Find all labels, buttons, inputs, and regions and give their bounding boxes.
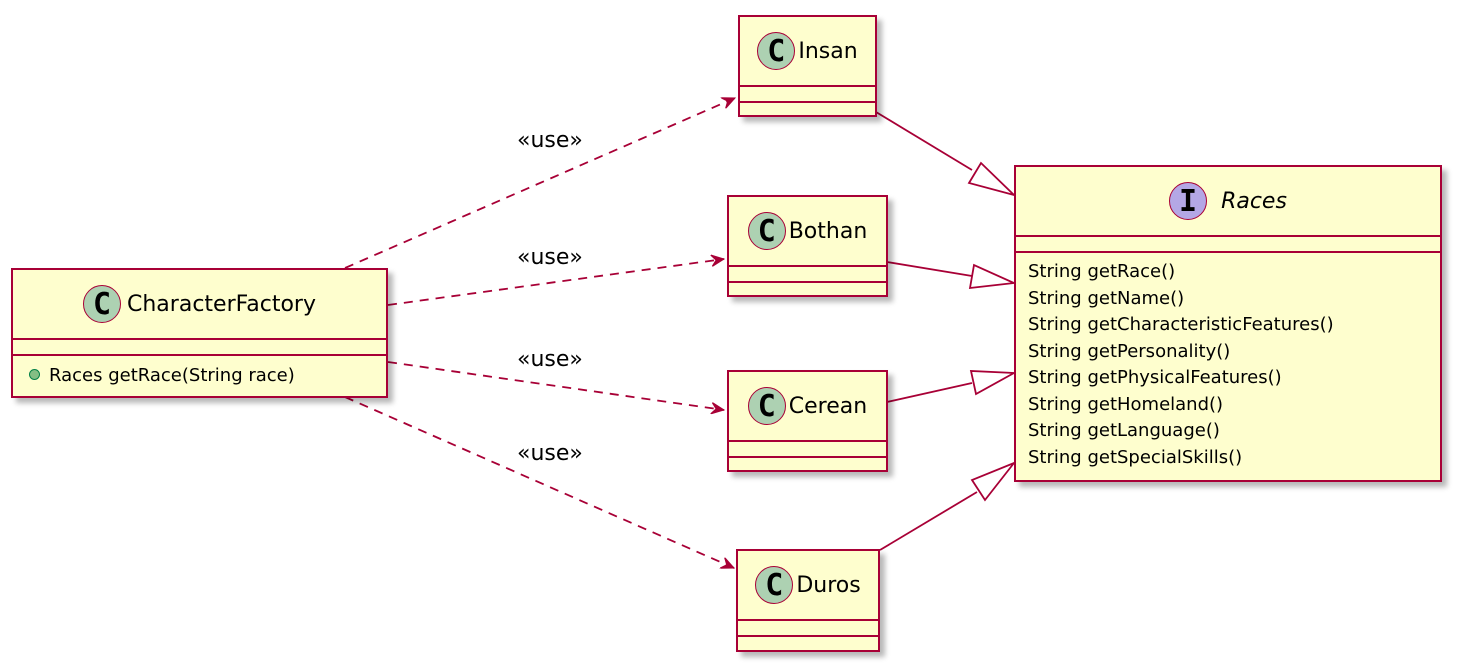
- class-cerean[interactable]: C Cerean: [727, 370, 888, 472]
- method-item: String getName(): [1028, 287, 1185, 309]
- class-duros[interactable]: C Duros: [736, 549, 880, 652]
- use-label-insan: «use»: [517, 128, 583, 153]
- divider: [729, 265, 886, 267]
- class-character-factory[interactable]: C CharacterFactory Races getRace(String …: [11, 268, 388, 398]
- class-insan[interactable]: C Insan: [738, 15, 877, 117]
- divider: [729, 440, 886, 442]
- divider: [729, 456, 886, 458]
- divider: [729, 281, 886, 283]
- class-name: CharacterFactory: [127, 291, 316, 317]
- realize-edge-insan: [875, 111, 1018, 197]
- use-arrow-duros: [344, 396, 734, 569]
- class-name: Insan: [798, 38, 858, 64]
- divider: [13, 338, 386, 340]
- class-name: Cerean: [788, 393, 868, 419]
- class-badge-icon: C: [83, 285, 121, 323]
- realize-edge-cerean: [886, 370, 1018, 403]
- method-list: String getRace() String getName() String…: [1028, 259, 1334, 471]
- class-header: C Duros: [738, 551, 878, 619]
- divider: [740, 101, 875, 103]
- method-item: Races getRace(String race): [29, 363, 295, 390]
- class-badge-icon: C: [755, 566, 794, 604]
- divider: [1016, 235, 1440, 237]
- class-name: Duros: [796, 572, 861, 598]
- realize-edge-duros: [879, 460, 1017, 551]
- class-bothan[interactable]: C Bothan: [727, 195, 888, 297]
- interface-badge-icon: I: [1169, 182, 1208, 220]
- method-item: String getLanguage(): [1028, 420, 1220, 441]
- interface-name: Races: [1221, 188, 1287, 214]
- class-name: Bothan: [788, 218, 868, 244]
- divider: [740, 85, 875, 87]
- use-label-duros: «use»: [517, 441, 583, 466]
- use-label-bothan: «use»: [517, 245, 583, 270]
- method-signature: Races getRace(String race): [49, 365, 295, 386]
- divider: [1016, 251, 1440, 253]
- class-header: C Bothan: [729, 197, 886, 265]
- method-item: String getPersonality(): [1028, 340, 1231, 362]
- class-badge-icon: C: [747, 387, 786, 425]
- public-visibility-icon: [29, 368, 40, 380]
- use-arrow-bothan: [387, 259, 724, 306]
- class-header: C Cerean: [729, 372, 886, 440]
- method-list: Races getRace(String race): [29, 363, 295, 390]
- method-item: String getSpecialSkills(): [1028, 446, 1243, 468]
- interface-header: I Races: [1016, 167, 1440, 235]
- method-item: String getHomeland(): [1028, 393, 1224, 415]
- divider: [13, 354, 386, 356]
- divider: [738, 635, 878, 637]
- method-item: String getCharacteristicFeatures(): [1028, 314, 1334, 335]
- interface-races[interactable]: I Races String getRace() String getName(…: [1014, 165, 1442, 482]
- class-header: C CharacterFactory: [13, 270, 386, 338]
- class-header: C Insan: [740, 17, 875, 85]
- class-badge-icon: C: [747, 212, 786, 250]
- use-arrow-insan: [344, 97, 735, 269]
- method-item: String getPhysicalFeatures(): [1028, 367, 1282, 388]
- realize-edge-bothan: [886, 261, 1018, 290]
- use-label-cerean: «use»: [517, 347, 583, 372]
- divider: [738, 619, 878, 621]
- use-arrow-cerean: [387, 361, 724, 410]
- class-badge-icon: C: [757, 32, 796, 70]
- method-item: String getRace(): [1028, 261, 1176, 282]
